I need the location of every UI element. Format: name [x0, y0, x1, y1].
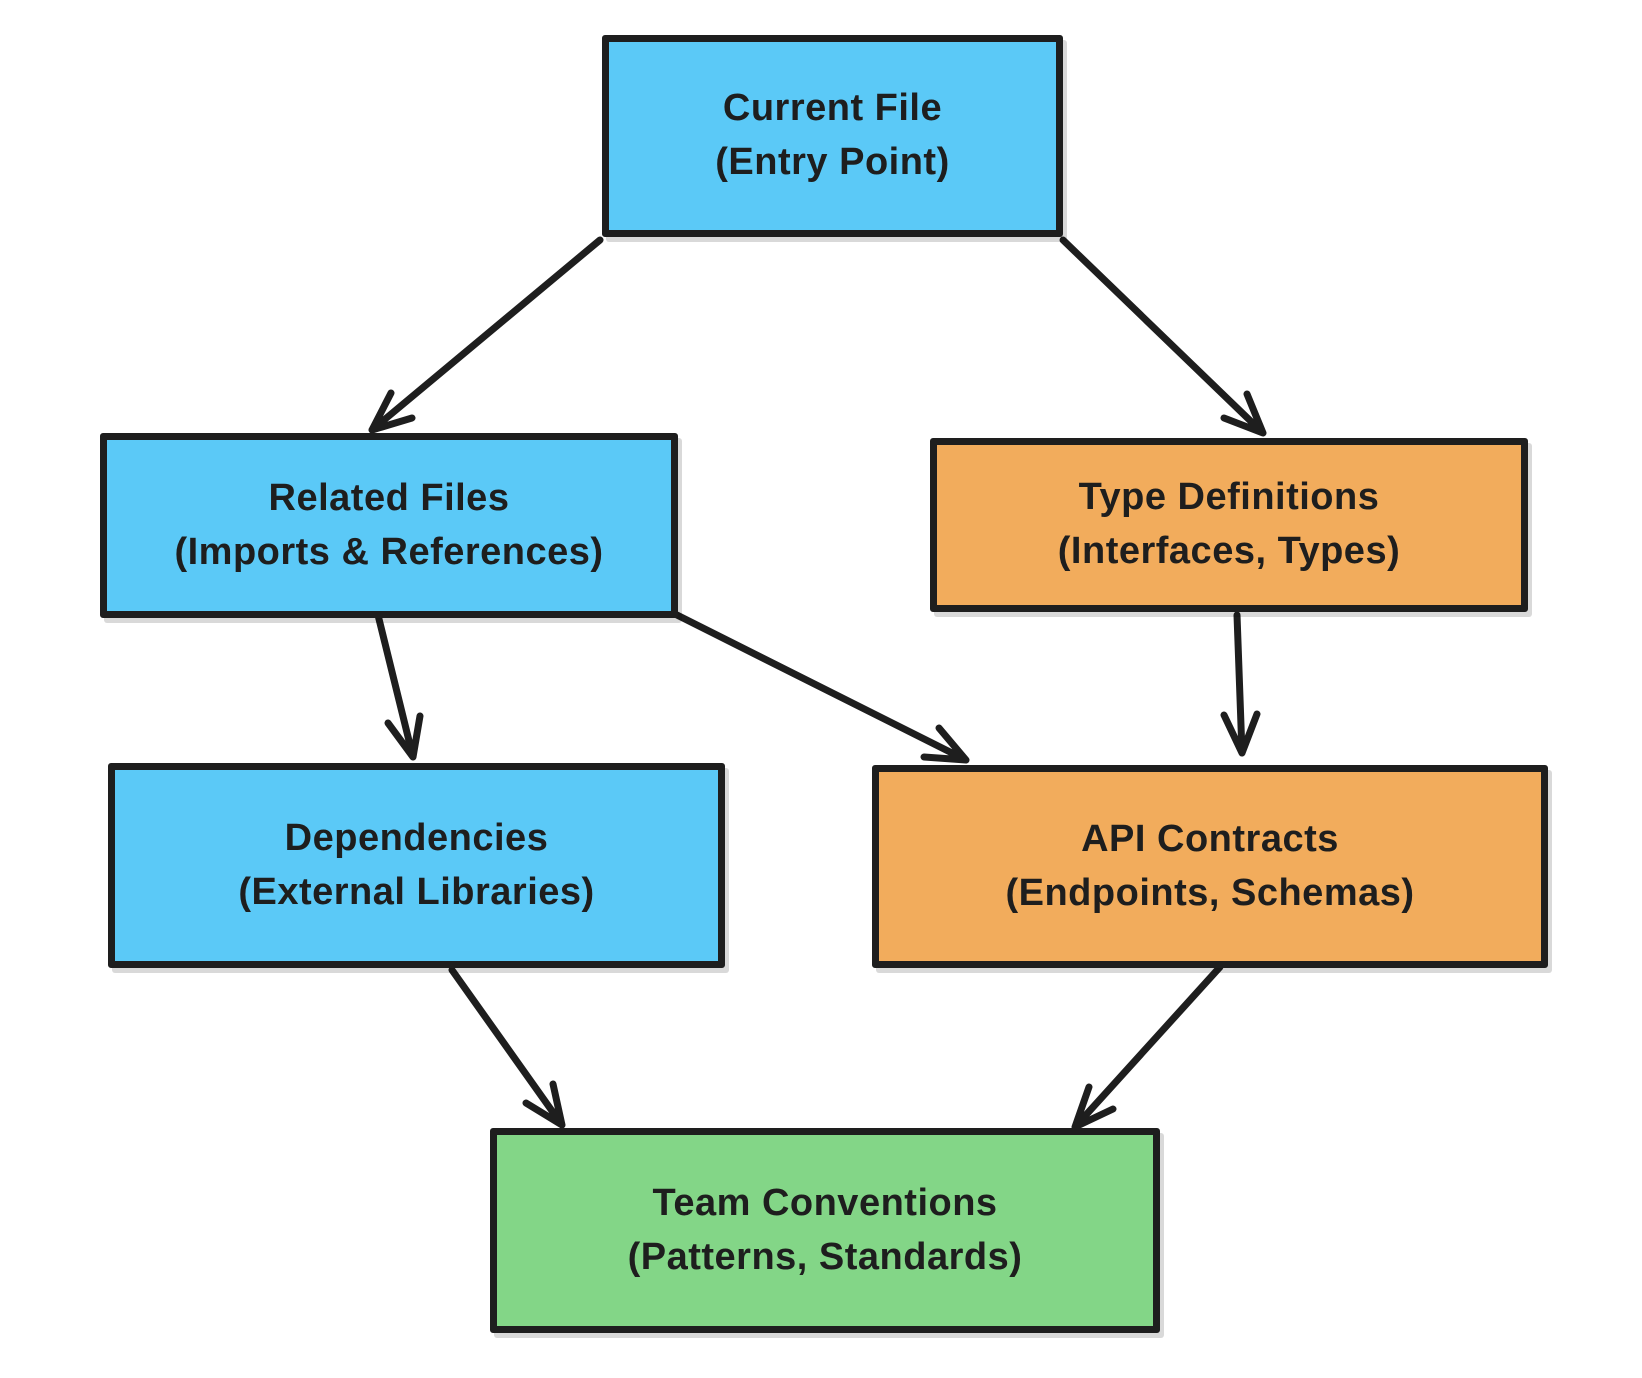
node-title: Type Definitions [1078, 476, 1380, 519]
edge-type-definitions-to-api-contracts [1220, 611, 1261, 757]
node-current-file: Current File (Entry Point) [602, 35, 1063, 237]
node-title: Current File [722, 87, 943, 130]
node-api-contracts: API Contracts (Endpoints, Schemas) [872, 765, 1548, 968]
edge-current-file-to-related-files [368, 236, 604, 434]
edge-related-files-to-dependencies [374, 611, 424, 761]
node-subtitle: (Imports & References) [174, 530, 604, 573]
node-subtitle: (Endpoints, Schemas) [1005, 871, 1415, 914]
node-title: Related Files [268, 476, 510, 519]
node-related-files: Related Files (Imports & References) [100, 433, 678, 618]
node-title: Team Conventions [652, 1181, 998, 1224]
node-dependencies: Dependencies (External Libraries) [108, 763, 725, 968]
node-subtitle: (Interfaces, Types) [1057, 530, 1401, 572]
edge-current-file-to-type-definitions [1059, 236, 1267, 437]
node-subtitle: (Entry Point) [715, 141, 950, 183]
edge-api-contracts-to-team-conventions [1071, 963, 1224, 1131]
edge-dependencies-to-team-conventions [448, 966, 566, 1129]
node-subtitle: (Patterns, Standards) [627, 1235, 1023, 1278]
node-team-conventions: Team Conventions (Patterns, Standards) [490, 1128, 1160, 1333]
node-title: API Contracts [1081, 817, 1339, 860]
node-type-definitions: Type Definitions (Interfaces, Types) [930, 438, 1528, 612]
node-title: Dependencies [284, 816, 549, 859]
node-subtitle: (External Libraries) [238, 870, 595, 913]
edge-related-files-to-api-contracts [673, 611, 970, 764]
